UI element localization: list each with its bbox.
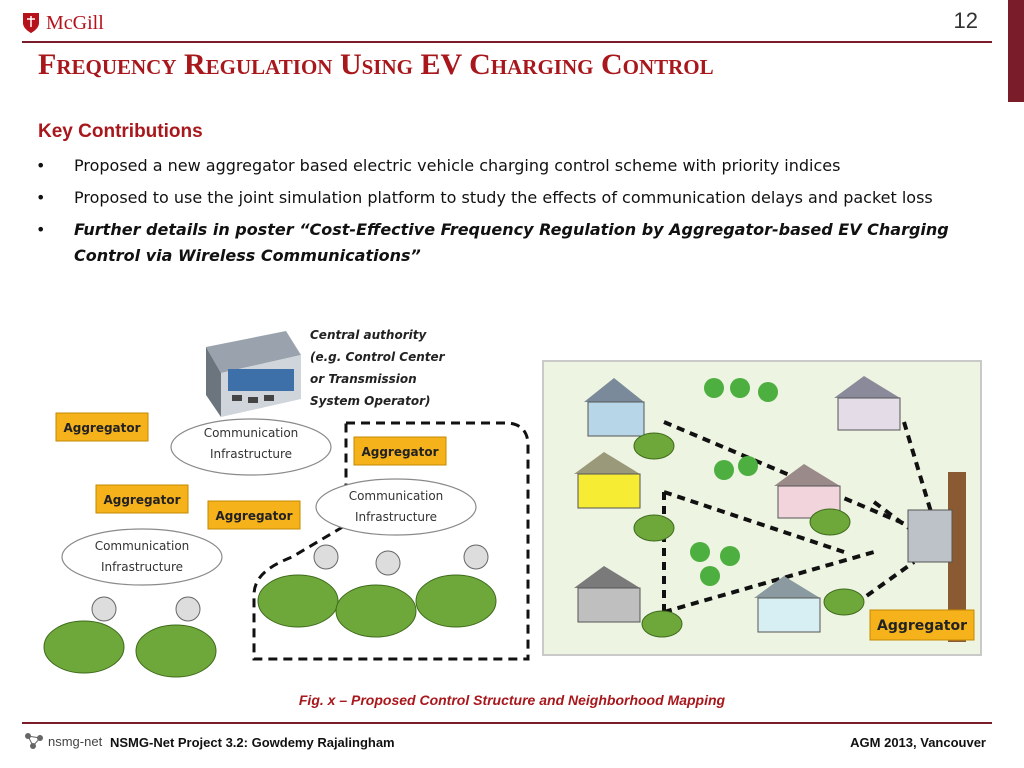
- bottom-divider: [22, 722, 992, 724]
- bullet-marker: •: [36, 156, 46, 175]
- pole-transformer-icon: [907, 472, 966, 642]
- neighborhood-mapping-figure: Aggregator: [542, 360, 982, 656]
- ev-group-left: [43, 596, 217, 678]
- footer-event: AGM 2013, Vancouver: [850, 735, 986, 750]
- central-authority-line: or Transmission: [310, 372, 417, 386]
- logo-text: McGill: [46, 11, 104, 34]
- cloud-label-line2: Infrastructure: [210, 447, 292, 461]
- cloud-label-line2: Infrastructure: [101, 560, 183, 574]
- network-icon: [25, 733, 43, 749]
- bullet-text: Proposed to use the joint simulation pla…: [74, 188, 933, 207]
- cloud-label-line1: Communication: [95, 539, 190, 553]
- electric-car-icon: [257, 574, 339, 628]
- footer-logo-text: nsmg-net: [48, 733, 103, 749]
- aggregator-label: Aggregator: [103, 493, 180, 507]
- slide-title: Frequency Regulation Using EV Charging C…: [38, 48, 714, 81]
- central-authority-line: System Operator): [310, 394, 431, 408]
- house-icon: [754, 576, 821, 633]
- nsmg-net-logo: nsmg-net: [24, 732, 102, 750]
- house-icon: [834, 376, 901, 431]
- neighborhood-map: Aggregator: [574, 376, 975, 642]
- control-center-icon: [206, 331, 301, 417]
- smart-meter-icon: [463, 544, 489, 570]
- smart-meter-icon: [375, 550, 401, 576]
- central-authority-line: Central authority: [310, 328, 427, 342]
- aggregator-label: Aggregator: [877, 618, 967, 634]
- aggregator-box: Aggregator: [353, 436, 447, 466]
- electric-car-icon: [415, 574, 497, 628]
- mcgill-logo: McGill: [22, 10, 104, 36]
- house-icon: [574, 452, 641, 509]
- right-accent-bar: [1008, 0, 1024, 102]
- aggregator-label: Aggregator: [63, 421, 140, 435]
- communication-cloud: Communication Infrastructure: [61, 528, 223, 586]
- tree-icon: [690, 378, 778, 586]
- communication-cloud: Communication Infrastructure: [170, 418, 332, 476]
- bullet-item: • Further details in poster “Cost-Effect…: [36, 217, 986, 269]
- shield-icon: [23, 13, 39, 33]
- bullet-text: Proposed a new aggregator based electric…: [74, 156, 841, 175]
- smart-meter-icon: [313, 544, 339, 570]
- aggregator-box: Aggregator: [55, 412, 149, 442]
- central-authority-line: (e.g. Control Center: [310, 350, 446, 364]
- control-structure-figure: Central authority (e.g. Control Center o…: [36, 325, 532, 683]
- house-icon: [574, 566, 641, 623]
- control-structure-diagram: Central authority (e.g. Control Center o…: [43, 328, 530, 678]
- bullet-item: • Proposed to use the joint simulation p…: [36, 185, 986, 211]
- footer-project: NSMG-Net Project 3.2: Gowdemy Rajalingha…: [110, 735, 395, 750]
- section-heading: Key Contributions: [38, 121, 203, 142]
- aggregator-box: Aggregator: [869, 609, 975, 641]
- figure-caption: Fig. x – Proposed Control Structure and …: [298, 692, 726, 708]
- aggregator-label: Aggregator: [361, 445, 438, 459]
- cloud-label-line2: Infrastructure: [355, 510, 437, 524]
- house-icon: [584, 378, 645, 437]
- electric-car-icon: [135, 624, 217, 678]
- smart-meter-icon: [91, 596, 117, 622]
- bullet-list: • Proposed a new aggregator based electr…: [36, 153, 986, 275]
- aggregator-box: Aggregator: [207, 500, 301, 530]
- page-number: 12: [953, 8, 978, 33]
- ev-group-right: [257, 544, 497, 638]
- cloud-label-line1: Communication: [204, 426, 299, 440]
- electric-car-icon: [633, 432, 865, 638]
- aggregator-label: Aggregator: [215, 509, 292, 523]
- bullet-marker: •: [36, 188, 46, 207]
- top-divider: [22, 41, 992, 43]
- cloud-label-line1: Communication: [349, 489, 444, 503]
- communication-cloud: Communication Infrastructure: [315, 478, 477, 536]
- aggregator-box: Aggregator: [95, 484, 189, 514]
- smart-meter-icon: [175, 596, 201, 622]
- bullet-text-emphasis: Further details in poster “Cost-Effectiv…: [74, 220, 949, 265]
- electric-car-icon: [335, 584, 417, 638]
- dashed-region-outline: [252, 421, 530, 661]
- bullet-item: • Proposed a new aggregator based electr…: [36, 153, 986, 179]
- bullet-marker: •: [36, 220, 46, 239]
- electric-car-icon: [43, 620, 125, 674]
